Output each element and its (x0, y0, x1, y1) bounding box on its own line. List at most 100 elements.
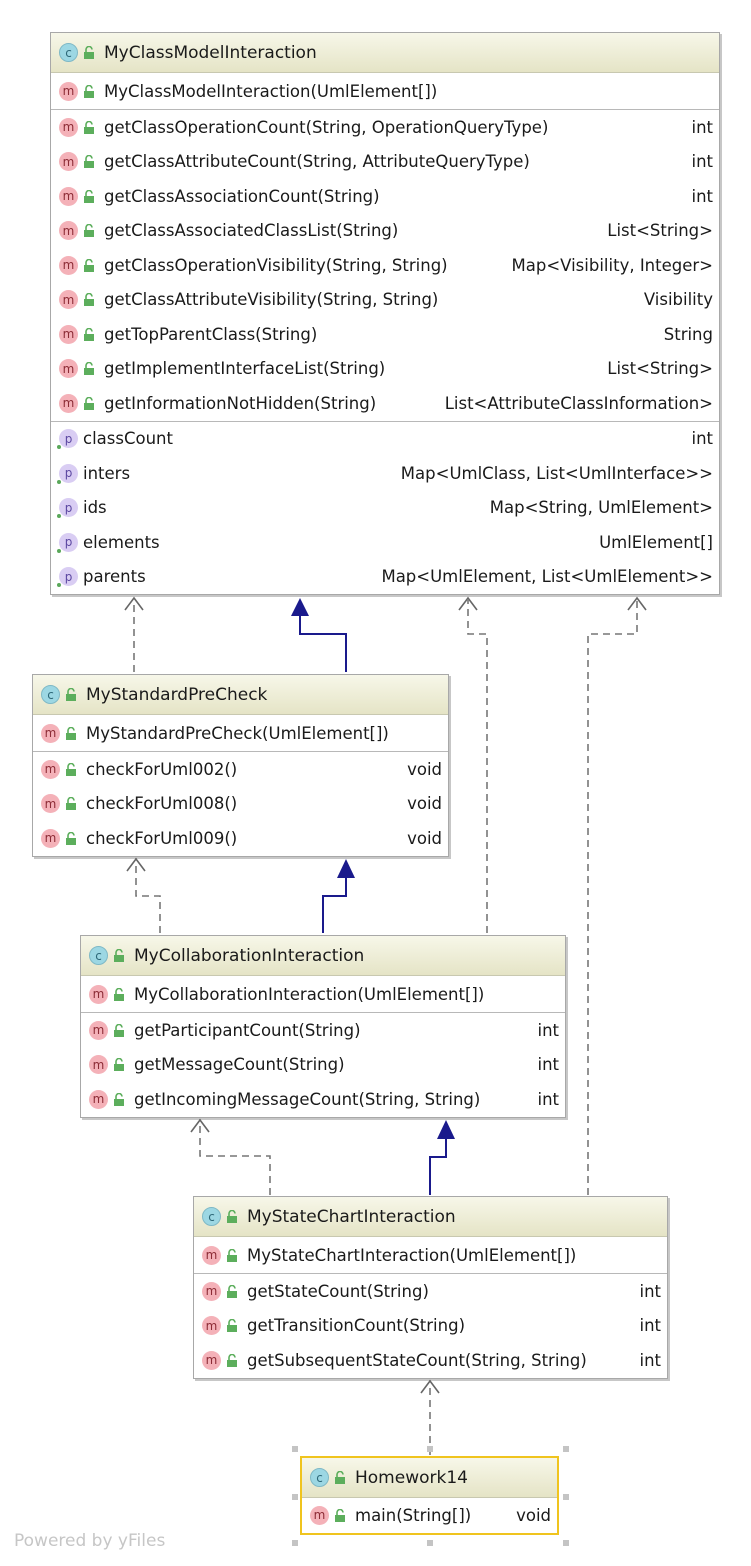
selection-handle[interactable] (563, 1446, 569, 1452)
class-header[interactable]: c MyCollaborationInteraction (81, 936, 565, 976)
member-name: getClassAttributeVisibility(String, Stri… (104, 290, 439, 310)
member-type: void (407, 759, 442, 779)
property-icon: p (57, 498, 78, 519)
selection-handle[interactable] (292, 1494, 298, 1500)
member-type: int (639, 1350, 661, 1370)
public-lock-icon (113, 949, 126, 962)
member-type: Map<String, UmlElement> (489, 498, 713, 518)
member-type: void (407, 794, 442, 814)
class-header[interactable]: c MyClassModelInteraction (51, 33, 719, 73)
class-header[interactable]: c Homework14 (302, 1458, 557, 1498)
yfiles-watermark: Powered by yFiles (14, 1531, 166, 1551)
member-type: int (639, 1281, 661, 1301)
method-icon: m (59, 255, 78, 275)
selection-handle[interactable] (427, 1540, 433, 1546)
member-name: checkForUml009() (86, 828, 238, 848)
class-icon: c (41, 685, 60, 704)
edge-collab-to-model (467, 600, 488, 933)
member-name: getTopParentClass(String) (104, 324, 318, 344)
section-divider (51, 109, 719, 110)
public-lock-icon (83, 84, 96, 98)
method-icon: m (59, 152, 78, 172)
public-lock-icon (113, 1092, 126, 1106)
public-lock-icon (65, 797, 78, 811)
member-type: void (407, 828, 442, 848)
public-lock-icon (113, 987, 126, 1001)
class-icon: c (89, 946, 108, 965)
member-name: getSubsequentStateCount(String, String) (247, 1350, 587, 1370)
runnable-class-icon: c (310, 1468, 329, 1487)
selection-handle[interactable] (563, 1540, 569, 1546)
constructor-row[interactable]: m MyClassModelInteraction(UmlElement[]) (51, 73, 719, 109)
member-name: MyStateChartInteraction(UmlElement[]) (247, 1245, 577, 1265)
method-icon: m (202, 1350, 221, 1370)
public-lock-icon (65, 688, 78, 701)
method-icon: m (89, 1020, 108, 1040)
class-box-myclassmodelinteraction[interactable]: c MyClassModelInteraction m MyClassModel… (50, 32, 720, 595)
class-header[interactable]: c MyStateChartInteraction (194, 1197, 667, 1237)
member-type: int (639, 1316, 661, 1336)
member-type: int (691, 429, 713, 449)
public-lock-icon (65, 831, 78, 845)
section-divider (81, 1012, 565, 1013)
public-lock-icon (83, 258, 96, 272)
property-icon: p (57, 532, 78, 553)
member-name: getClassAssociationCount(String) (104, 186, 380, 206)
property-icon: p (57, 463, 78, 484)
method-icon: m (310, 1505, 329, 1525)
selection-handle[interactable] (292, 1446, 298, 1452)
selection-handle[interactable] (427, 1446, 433, 1452)
public-lock-icon (83, 293, 96, 307)
member-name: getTransitionCount(String) (247, 1316, 466, 1336)
member-name: checkForUml002() (86, 759, 238, 779)
method-icon: m (41, 828, 60, 848)
method-row[interactable]: m getSubsequentStateCount(String, String)… (194, 1343, 667, 1378)
extends-collab-to-precheck (322, 876, 347, 933)
public-lock-icon (83, 46, 96, 59)
method-icon: m (41, 759, 60, 779)
method-row[interactable]: m checkForUml009() void (33, 821, 448, 856)
member-type: Map<UmlClass, List<UmlInterface>> (400, 463, 713, 483)
selection-handle[interactable] (563, 1494, 569, 1500)
selection-handle[interactable] (292, 1540, 298, 1546)
section-divider (33, 751, 448, 752)
member-name: getMessageCount(String) (134, 1055, 345, 1075)
method-row[interactable]: m checkForUml002() void (33, 752, 448, 787)
member-type: String (663, 324, 713, 344)
class-header[interactable]: c MyStandardPreCheck (33, 675, 448, 715)
member-name: MyStandardPreCheck(UmlElement[]) (86, 723, 389, 743)
member-name: MyCollaborationInteraction(UmlElement[]) (134, 984, 485, 1004)
class-name: MyStandardPreCheck (86, 684, 268, 705)
public-lock-icon (83, 396, 96, 410)
